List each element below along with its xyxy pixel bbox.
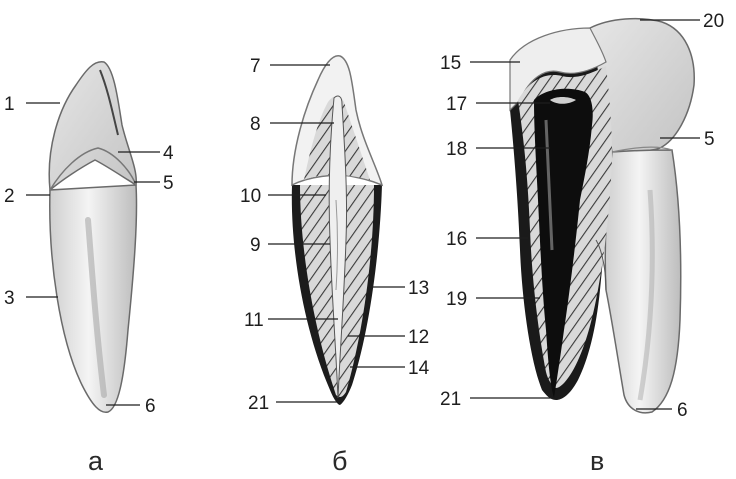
label-c-15: 15 — [440, 53, 461, 74]
label-a-6: 6 — [145, 396, 156, 417]
panel-b-tooth-section — [292, 56, 382, 405]
panel-letter-a: а — [88, 446, 104, 476]
label-b-13: 13 — [408, 278, 429, 299]
label-c-20: 20 — [703, 11, 724, 32]
label-a-3: 3 — [4, 288, 15, 309]
label-b-10: 10 — [240, 186, 261, 207]
label-a-1: 1 — [4, 94, 15, 115]
label-c-6: 6 — [677, 400, 688, 421]
label-a-2: 2 — [4, 186, 15, 207]
label-b-21: 21 — [248, 393, 269, 414]
panel-letter-c: в — [590, 446, 604, 476]
label-b-7: 7 — [250, 56, 261, 77]
label-c-17: 17 — [446, 94, 467, 115]
label-c-16: 16 — [446, 229, 467, 250]
label-b-11: 11 — [244, 310, 264, 331]
panel-a-tooth-drawing — [49, 62, 136, 413]
label-c-21: 21 — [440, 389, 461, 410]
label-a-5: 5 — [163, 173, 174, 194]
label-b-9: 9 — [250, 235, 261, 256]
label-c-19: 19 — [446, 289, 467, 310]
panel-letter-b: б — [332, 446, 347, 476]
label-b-14: 14 — [408, 358, 430, 379]
label-a-4: 4 — [163, 143, 174, 164]
label-c-5: 5 — [704, 129, 715, 150]
panel-c-tooth-drawing — [510, 19, 694, 413]
label-b-12: 12 — [408, 327, 429, 348]
label-b-8: 8 — [250, 114, 261, 135]
label-c-18: 18 — [446, 139, 467, 160]
